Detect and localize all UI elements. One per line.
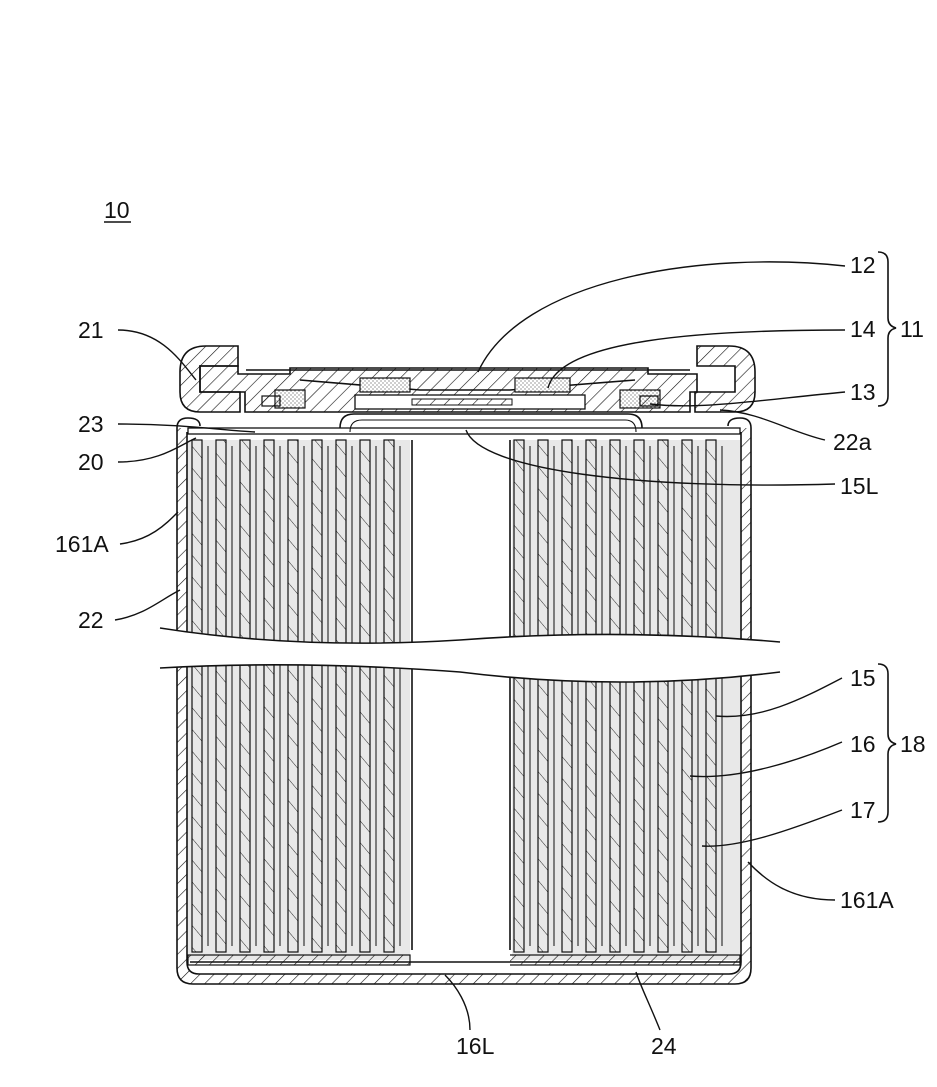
right-electrode-layer	[658, 440, 668, 952]
label-18: 18	[900, 731, 926, 757]
label-13: 13	[850, 379, 876, 405]
label-16: 16	[850, 731, 876, 757]
label-23: 23	[78, 411, 104, 437]
insulating-plate	[188, 414, 740, 434]
center-hollow	[412, 440, 510, 968]
right-electrode-layer	[634, 440, 644, 952]
figure-reference: 10	[104, 197, 131, 223]
electrode-stack-right	[505, 440, 740, 965]
left-electrode-layer	[384, 440, 394, 952]
left-electrode-layer	[360, 440, 370, 952]
right-electrode-layer	[586, 440, 596, 952]
left-electrode-layer	[216, 440, 226, 952]
right-electrode-layer	[538, 440, 548, 952]
label-22a: 22a	[833, 429, 872, 455]
bracket-11	[878, 252, 896, 406]
label-15L: 15L	[840, 473, 879, 499]
right-electrode-layer	[682, 440, 692, 952]
right-electrode-layer	[514, 440, 524, 952]
label-16L: 16L	[456, 1033, 495, 1059]
left-electrode-layer	[312, 440, 322, 952]
left-electrode-layer	[336, 440, 346, 952]
label-161A-right: 161A	[840, 887, 894, 913]
label-11: 11	[900, 316, 924, 342]
right-electrode-layer	[706, 440, 716, 952]
left-electrode-layer	[240, 440, 250, 952]
left-electrode-layer	[264, 440, 274, 952]
sealing-body	[180, 346, 755, 412]
left-electrode-layer	[288, 440, 298, 952]
left-electrode-layer	[192, 440, 202, 952]
right-electrode-layer	[562, 440, 572, 952]
ref-10-label: 10	[104, 197, 130, 223]
label-22: 22	[78, 607, 104, 633]
label-14: 14	[850, 316, 876, 342]
right-electrode-layer	[610, 440, 620, 952]
label-21: 21	[78, 317, 104, 343]
electrode-stack-left	[188, 440, 410, 965]
label-161A-left: 161A	[55, 531, 109, 557]
label-20: 20	[78, 449, 104, 475]
label-12: 12	[850, 252, 876, 278]
label-24: 24	[651, 1033, 677, 1059]
label-15: 15	[850, 665, 876, 691]
label-17: 17	[850, 797, 876, 823]
bracket-18	[878, 664, 896, 822]
